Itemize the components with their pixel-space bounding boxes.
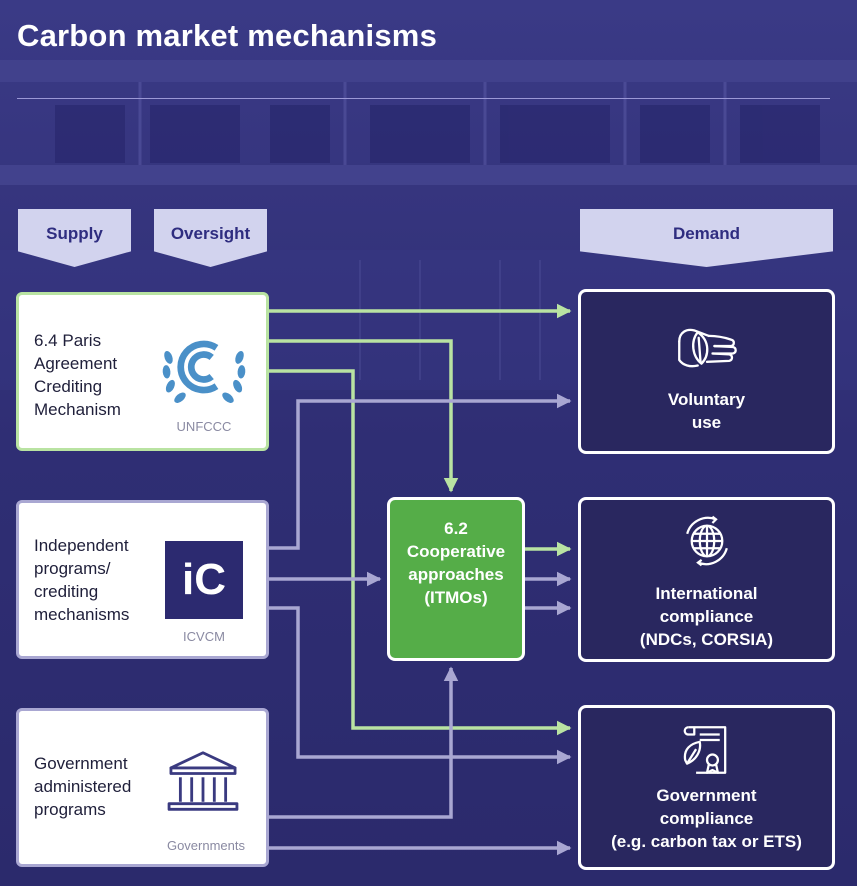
- certificate-leaf-icon: [683, 726, 726, 774]
- cooperative-label: 6.2 Cooperative approaches (ITMOs): [406, 519, 506, 607]
- title-divider: [17, 98, 830, 99]
- demand-box-international: International compliance (NDCs, CORSIA): [578, 497, 835, 662]
- page-title: Carbon market mechanisms: [17, 18, 438, 53]
- oversight-org-label: ICVCM: [183, 629, 225, 644]
- demand-box-government: Government compliance (e.g. carbon tax o…: [578, 705, 835, 870]
- supply-label: 6.4 Paris Agreement Crediting Mechanism: [34, 331, 121, 419]
- supply-box-paris-agreement: 6.4 Paris Agreement Crediting Mechanism …: [16, 292, 269, 451]
- demand-label: International compliance (NDCs, CORSIA): [639, 584, 774, 649]
- cooperative-approaches-box: 6.2 Cooperative approaches (ITMOs): [387, 497, 525, 661]
- demand-label: Voluntary use: [667, 390, 746, 432]
- supply-box-government: Government administered programs Governm…: [16, 708, 269, 867]
- demand-label: Government compliance (e.g. carbon tax o…: [611, 786, 802, 851]
- unfccc-logo: [162, 340, 246, 403]
- oversight-org-label: UNFCCC: [176, 419, 232, 434]
- demand-box-voluntary: Voluntary use: [578, 289, 835, 454]
- oversight-org-label: Governments: [166, 838, 246, 853]
- icvcm-logo: iC: [165, 541, 243, 619]
- supply-label: Government administered programs: [34, 754, 132, 819]
- government-building-icon: [167, 751, 239, 811]
- supply-box-independent: Independent programs/ crediting mechanis…: [16, 500, 269, 659]
- hand-leaf-icon: [677, 328, 737, 368]
- globe-icon: [685, 515, 728, 567]
- supply-label: Independent programs/ crediting mechanis…: [34, 536, 130, 624]
